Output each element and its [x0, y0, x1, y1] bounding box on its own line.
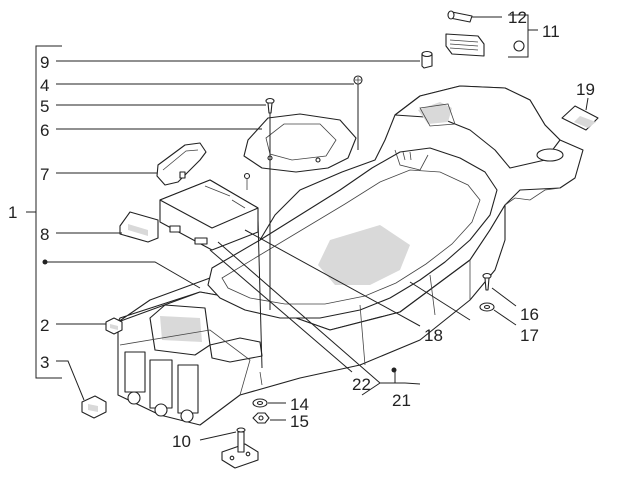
- part-19-plug: [561, 105, 599, 131]
- part-14-washer: [252, 398, 268, 408]
- callout-labels: 1 2 3 4 5 6 7 8 9 10 11 12 14 15 16 17 1…: [8, 8, 595, 451]
- callout-10: 10: [172, 432, 191, 451]
- callout-12: 12: [508, 8, 527, 27]
- part-box-assembly: [159, 172, 259, 251]
- part-2-clip: [105, 317, 123, 335]
- callout-22: 22: [352, 375, 371, 394]
- part-11-handle: [445, 33, 525, 57]
- part-9-plug: [421, 50, 433, 69]
- callout-9: 9: [40, 53, 49, 72]
- part-15-nut: [252, 412, 270, 424]
- callout-2: 2: [40, 316, 49, 335]
- part-12-bolt: [447, 10, 473, 23]
- part-16-screw: [482, 272, 492, 291]
- callout-8: 8: [40, 225, 49, 244]
- part-8-clip: [119, 211, 159, 243]
- callout-4: 4: [40, 76, 49, 95]
- part-3-clip-nut: [81, 395, 107, 419]
- callout-17: 17: [520, 326, 539, 345]
- callout-1: 1: [8, 203, 17, 222]
- part-10-bracket: [221, 427, 259, 469]
- helmet-compartment-body: [117, 85, 584, 426]
- callout-15: 15: [290, 412, 309, 431]
- callout-14: 14: [290, 395, 309, 414]
- part-7-cover: [156, 142, 207, 186]
- leader-lines: [26, 14, 589, 441]
- callout-18: 18: [424, 326, 443, 345]
- callout-19: 19: [576, 80, 595, 99]
- callout-21: 21: [392, 391, 411, 410]
- callout-7: 7: [40, 165, 49, 184]
- callout-16: 16: [520, 305, 539, 324]
- part-4-screw: [353, 75, 363, 85]
- part-6-lid-plate: [243, 113, 357, 173]
- callout-3: 3: [40, 353, 49, 372]
- part-5-screw: [265, 97, 275, 114]
- callout-11: 11: [542, 22, 560, 41]
- callout-5: 5: [40, 97, 49, 116]
- callout-6: 6: [40, 121, 49, 140]
- part-17-washer: [479, 302, 495, 312]
